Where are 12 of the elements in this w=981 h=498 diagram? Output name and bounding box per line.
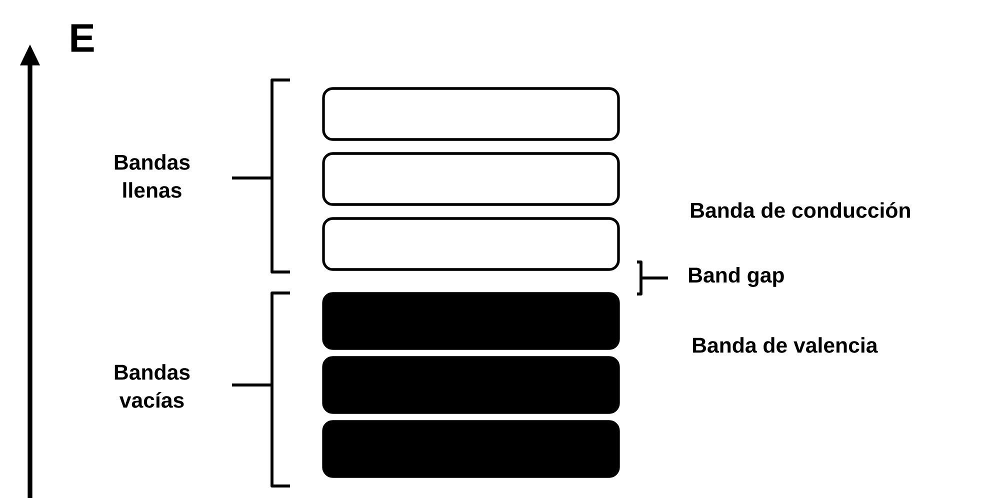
energy-band [322,87,620,141]
label: Bandas llenas [114,154,190,198]
energy-band [322,217,620,271]
label: E [71,24,94,52]
label: Bandas vacías [114,364,190,408]
energy-band [322,356,620,414]
label: Band gap [689,267,784,287]
energy-band [322,152,620,206]
energy-band [322,292,620,350]
energy-band [322,420,620,478]
label: Banda de conducción [691,202,910,218]
label: Banda de valencia [693,337,878,353]
